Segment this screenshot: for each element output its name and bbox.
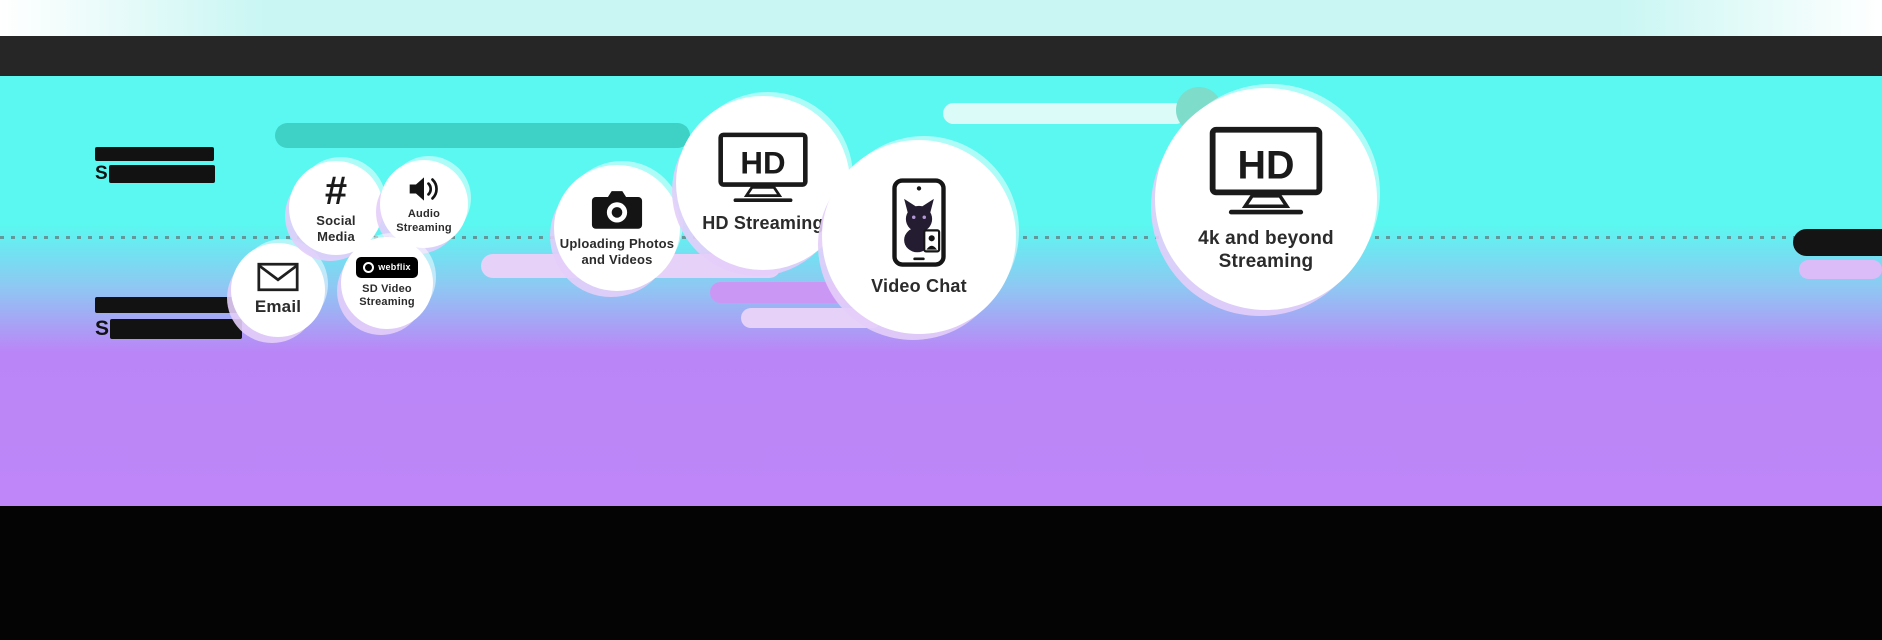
bubble-label: Video Chat <box>871 275 967 296</box>
bubble-uploading-photos-videos: Uploading Photos and Videos <box>554 165 680 291</box>
bubble-label: Uploading Photos and Videos <box>559 236 675 267</box>
redacted-text-line: S <box>95 164 215 183</box>
decor-pill-black <box>1793 229 1882 256</box>
bubble-label: Audio Streaming <box>396 208 452 234</box>
bubble-video-chat: Video Chat <box>822 140 1016 334</box>
redacted-text-bar <box>110 318 243 339</box>
decor-pill-lavender-mid-2 <box>741 308 882 328</box>
bubble-label: 4k and beyond Streaming <box>1198 227 1334 272</box>
decor-pill-teal <box>275 123 690 148</box>
camera-icon <box>590 188 644 231</box>
top-light-strip <box>0 0 1882 36</box>
redacted-text-line: S <box>95 317 243 340</box>
webflix-logo-text: webflix <box>378 262 411 273</box>
bubble-social-media: # Social Media <box>289 161 383 255</box>
hd-tv-icon: HD <box>1208 125 1324 218</box>
redacted-text-bar <box>108 164 215 183</box>
webflix-ring-icon <box>363 261 375 273</box>
bottom-black-band <box>0 506 1882 640</box>
svg-text:HD: HD <box>1238 143 1295 187</box>
phone-video-chat-icon <box>891 177 947 268</box>
envelope-icon <box>257 262 299 292</box>
webflix-logo: webflix <box>356 256 418 278</box>
bubble-label: HD Streaming <box>702 213 824 234</box>
bubble-4k-streaming: HD 4k and beyond Streaming <box>1155 88 1377 310</box>
decor-pill-white <box>943 103 1186 124</box>
bubble-label: Social Media <box>316 213 356 244</box>
decor-pill-lavender-right <box>1799 260 1882 279</box>
top-dark-band <box>0 36 1882 76</box>
bubble-label: Email <box>254 297 302 317</box>
speaker-icon <box>407 173 441 205</box>
svg-text:HD: HD <box>740 146 785 181</box>
decor-pill-purple-mid <box>710 282 872 303</box>
bubble-label: SD Video Streaming <box>359 282 415 308</box>
hd-tv-icon: HD <box>717 131 809 205</box>
partial-letter: S <box>95 163 108 184</box>
partial-letter: S <box>95 317 110 340</box>
bubble-hd-streaming: HD HD Streaming <box>676 96 850 270</box>
redacted-text-bar <box>95 147 214 161</box>
bubble-email: Email <box>231 243 325 337</box>
bubble-sd-video-streaming: webflix SD Video Streaming <box>341 237 433 329</box>
bubble-audio-streaming: Audio Streaming <box>380 160 468 248</box>
hashtag-icon: # <box>324 169 348 214</box>
